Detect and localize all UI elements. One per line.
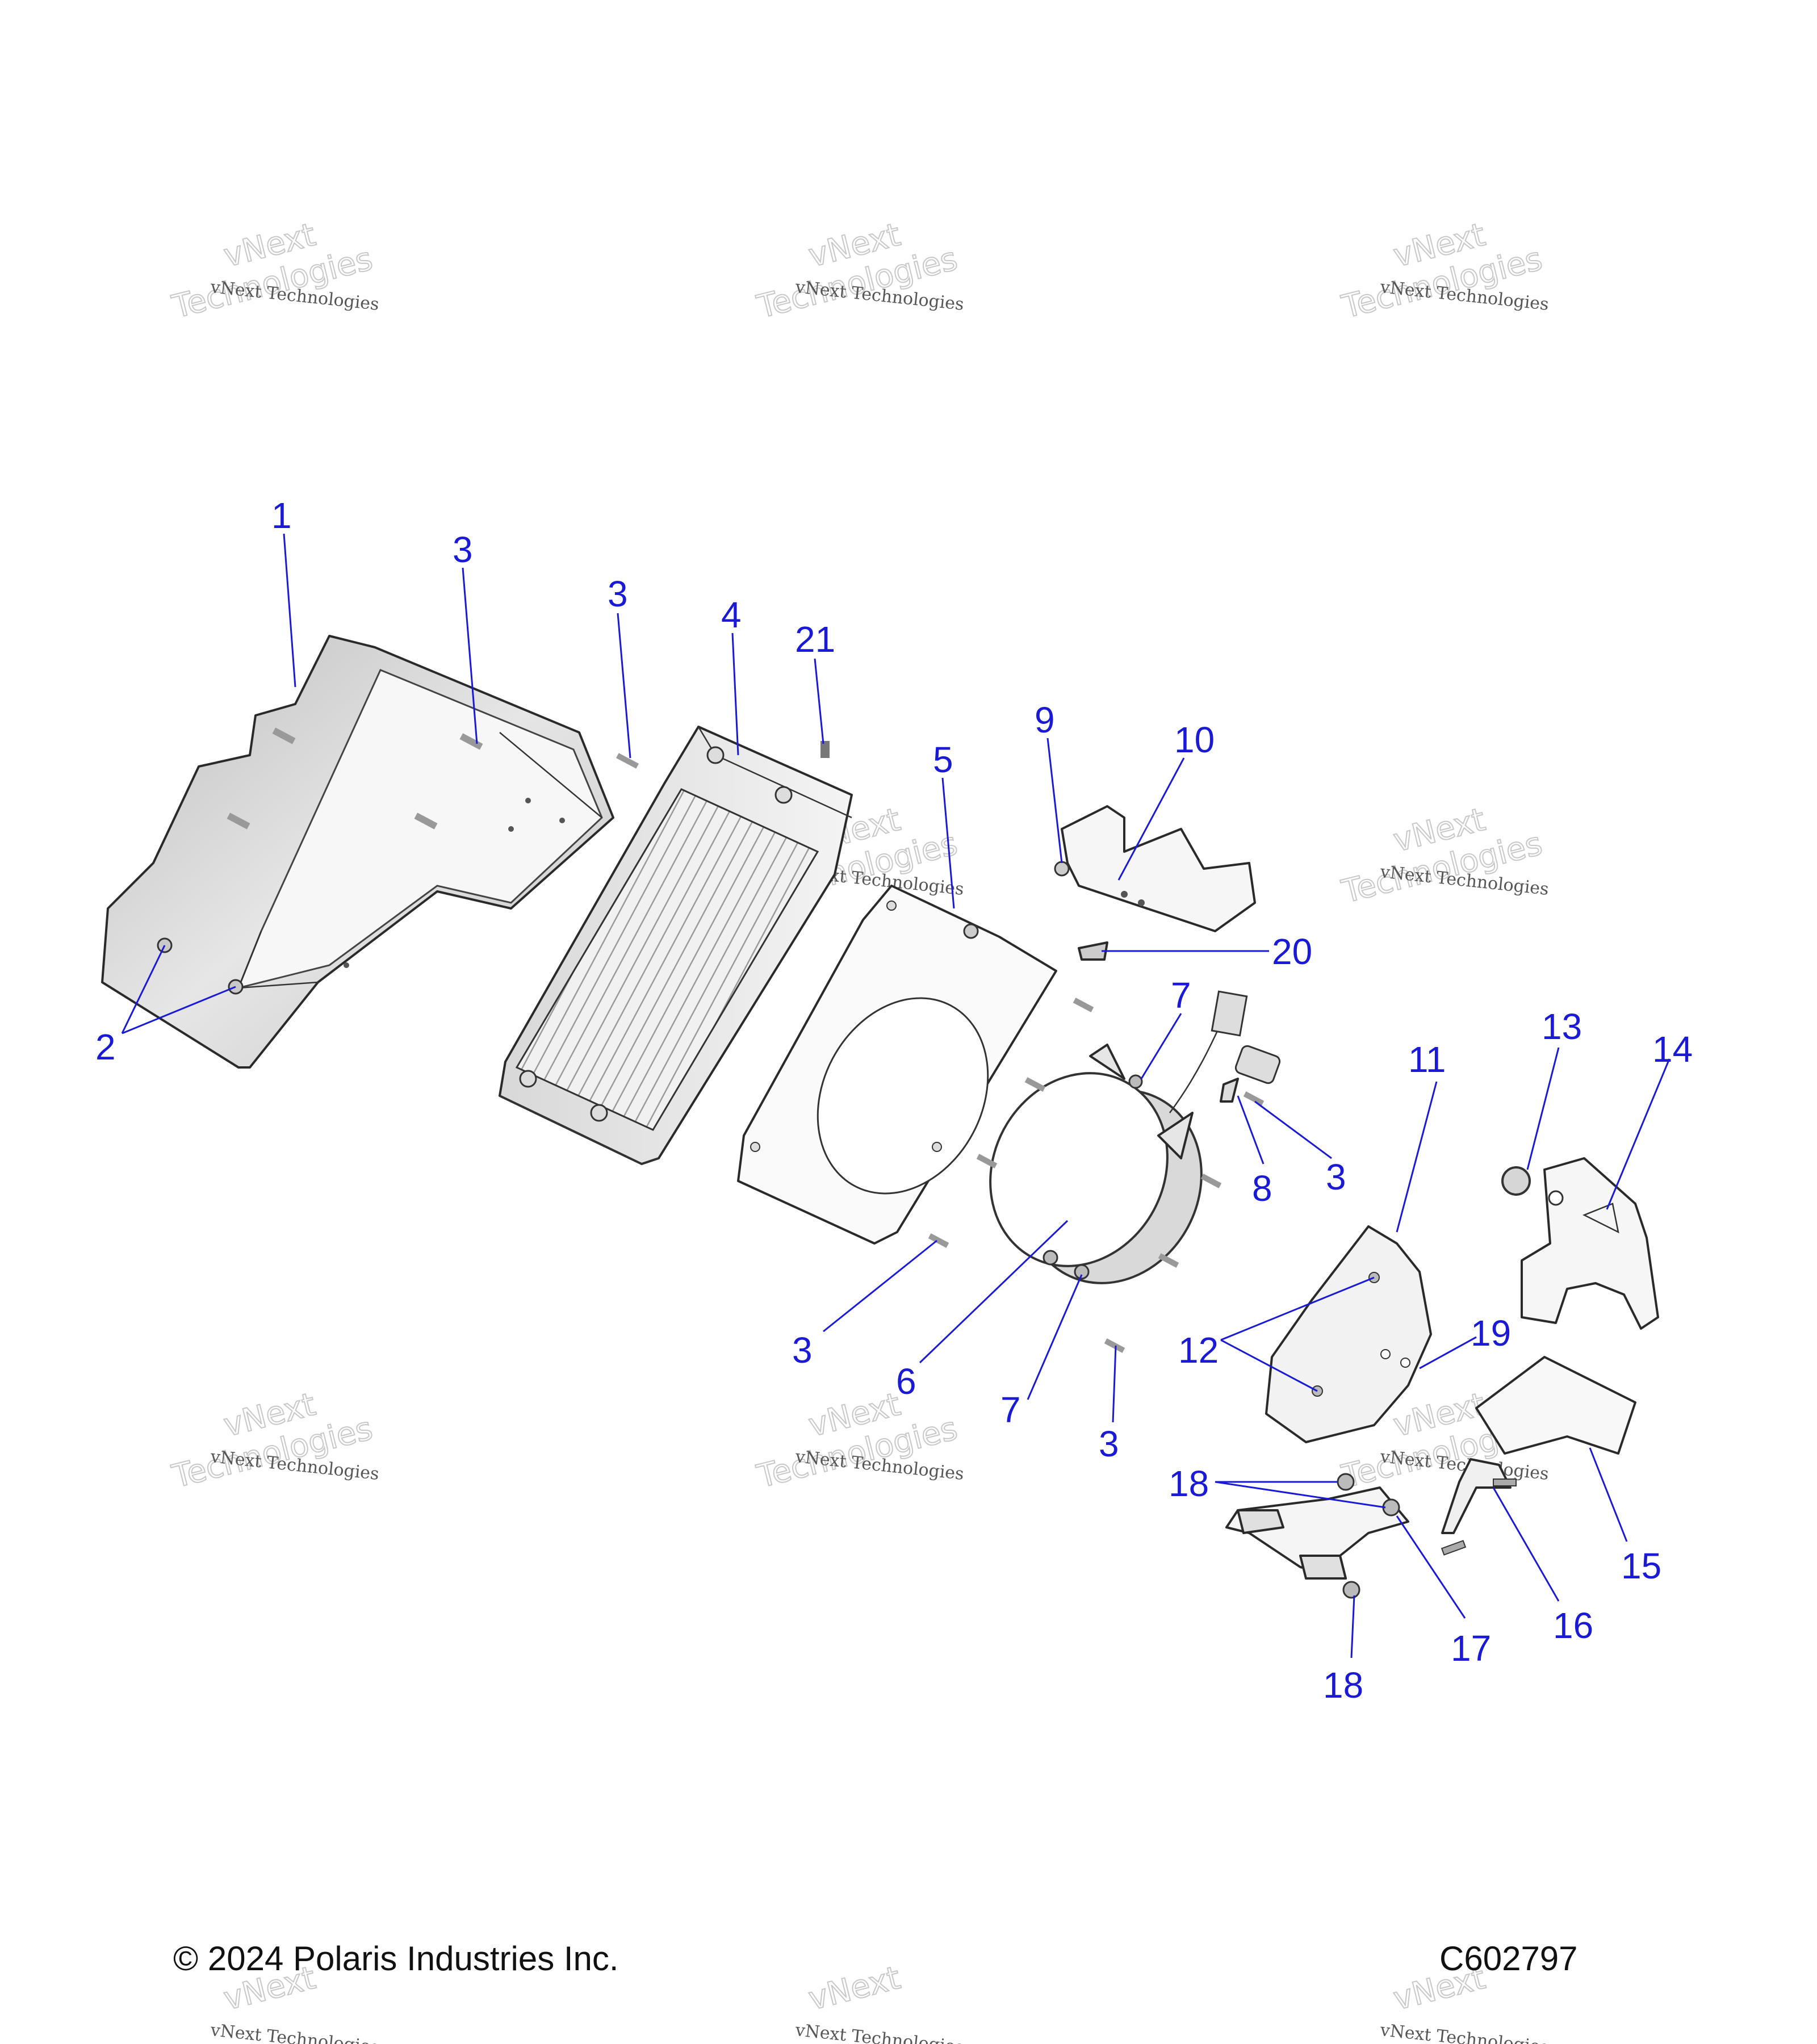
callout-20: 20 bbox=[1272, 931, 1312, 972]
part-fan bbox=[989, 990, 1281, 1284]
callout-8: 8 bbox=[1252, 1168, 1272, 1209]
callout-18: 18 bbox=[1323, 1665, 1363, 1706]
part-fan-shroud-frame bbox=[737, 885, 1057, 1245]
callout-4: 4 bbox=[721, 594, 742, 635]
part-upper-bracket bbox=[1054, 805, 1256, 932]
leader-lines bbox=[121, 533, 1671, 1658]
callout-13: 13 bbox=[1542, 1006, 1582, 1047]
callout-9: 9 bbox=[1035, 700, 1055, 740]
screw-icon bbox=[1158, 1253, 1179, 1268]
watermark-big-line1: vNext bbox=[805, 1959, 904, 2018]
screw-icon bbox=[1024, 1077, 1046, 1092]
callout-18: 18 bbox=[1169, 1463, 1209, 1504]
nut-icon bbox=[1382, 1498, 1400, 1517]
bolt-icon bbox=[1128, 1074, 1143, 1089]
part-plate-15 bbox=[1475, 1356, 1636, 1455]
callout-17: 17 bbox=[1451, 1628, 1491, 1669]
callout-2: 2 bbox=[95, 1027, 116, 1067]
callout-5: 5 bbox=[933, 739, 953, 780]
nut-icon bbox=[1342, 1581, 1360, 1599]
bolt-icon bbox=[1043, 1250, 1058, 1266]
part-clip-20 bbox=[1078, 941, 1108, 961]
watermark-11: vNext vNext Technologies bbox=[794, 1959, 965, 2044]
screw-icon bbox=[616, 753, 639, 769]
part-shield-plate bbox=[1265, 1225, 1432, 1443]
watermark-small: vNext Technologies bbox=[209, 2020, 380, 2044]
part-side-bracket bbox=[1521, 1157, 1659, 1330]
callout-3: 3 bbox=[792, 1330, 813, 1371]
screw-icon bbox=[1104, 1338, 1125, 1353]
fastener-group bbox=[616, 753, 1265, 1353]
callout-14: 14 bbox=[1652, 1029, 1693, 1070]
watermark-small: vNext Technologies bbox=[794, 2020, 965, 2044]
stud-icon bbox=[227, 812, 250, 830]
callout-7: 7 bbox=[1000, 1389, 1021, 1430]
stud-icon bbox=[414, 812, 438, 830]
nut-icon bbox=[1054, 861, 1070, 877]
screw-icon bbox=[976, 1154, 998, 1168]
watermark-2: vNext Technologies vNext Technologies bbox=[753, 216, 965, 326]
screw-icon bbox=[928, 1233, 949, 1248]
callout-15: 15 bbox=[1621, 1545, 1661, 1586]
screw-icon bbox=[1243, 1091, 1265, 1106]
stud-icon bbox=[459, 733, 483, 750]
stud-icon bbox=[272, 727, 296, 744]
bolt-icon bbox=[1074, 1264, 1090, 1280]
watermark-7: vNext Technologies vNext Technologies bbox=[168, 1385, 380, 1496]
part-clamp-8 bbox=[1220, 1078, 1239, 1103]
part-shroud bbox=[101, 635, 614, 1069]
part-radiator bbox=[499, 726, 853, 1165]
callout-7: 7 bbox=[1171, 975, 1191, 1016]
copyright-text: © 2024 Polaris Industries Inc. bbox=[173, 1940, 619, 1978]
nut-icon bbox=[1337, 1473, 1355, 1491]
bolt-icon bbox=[1493, 1478, 1517, 1486]
callout-3: 3 bbox=[608, 573, 628, 614]
callout-6: 6 bbox=[896, 1361, 916, 1402]
callout-10: 10 bbox=[1174, 719, 1215, 760]
part-bracket-16 bbox=[1441, 1458, 1517, 1556]
watermark-6: vNext Technologies vNext Technologies bbox=[1338, 801, 1550, 911]
callout-12: 12 bbox=[1178, 1330, 1219, 1371]
drawing-number: C602797 bbox=[1439, 1940, 1578, 1978]
callout-19: 19 bbox=[1471, 1313, 1511, 1354]
callout-3: 3 bbox=[453, 529, 473, 570]
watermark-8: vNext Technologies vNext Technologies bbox=[753, 1385, 965, 1496]
callout-labels: 1 3 3 4 21 9 10 5 20 7 2 11 13 14 8 3 3 … bbox=[95, 495, 1693, 1706]
washer-icon bbox=[1380, 1349, 1391, 1359]
screw-icon bbox=[1200, 1174, 1222, 1188]
connector-icon bbox=[1211, 990, 1248, 1037]
callout-1: 1 bbox=[271, 495, 292, 536]
callout-3: 3 bbox=[1326, 1157, 1346, 1197]
connector-icon bbox=[1234, 1045, 1281, 1084]
callout-21: 21 bbox=[795, 619, 835, 660]
callout-16: 16 bbox=[1553, 1605, 1593, 1646]
fitting-icon bbox=[820, 741, 830, 758]
part-grommet-13 bbox=[1501, 1166, 1531, 1196]
bolt-icon bbox=[1441, 1540, 1467, 1556]
screw-icon bbox=[1073, 998, 1094, 1012]
watermark-small: vNext Technologies bbox=[1379, 2020, 1550, 2044]
part-lower-bracket bbox=[1225, 1473, 1409, 1599]
washer-icon bbox=[1400, 1358, 1410, 1368]
callout-11: 11 bbox=[1408, 1039, 1446, 1080]
watermark-3: vNext Technologies vNext Technologies bbox=[1338, 216, 1550, 326]
watermark-1: vNext Technologies vNext Technologies bbox=[168, 216, 380, 326]
callout-3: 3 bbox=[1099, 1423, 1119, 1464]
